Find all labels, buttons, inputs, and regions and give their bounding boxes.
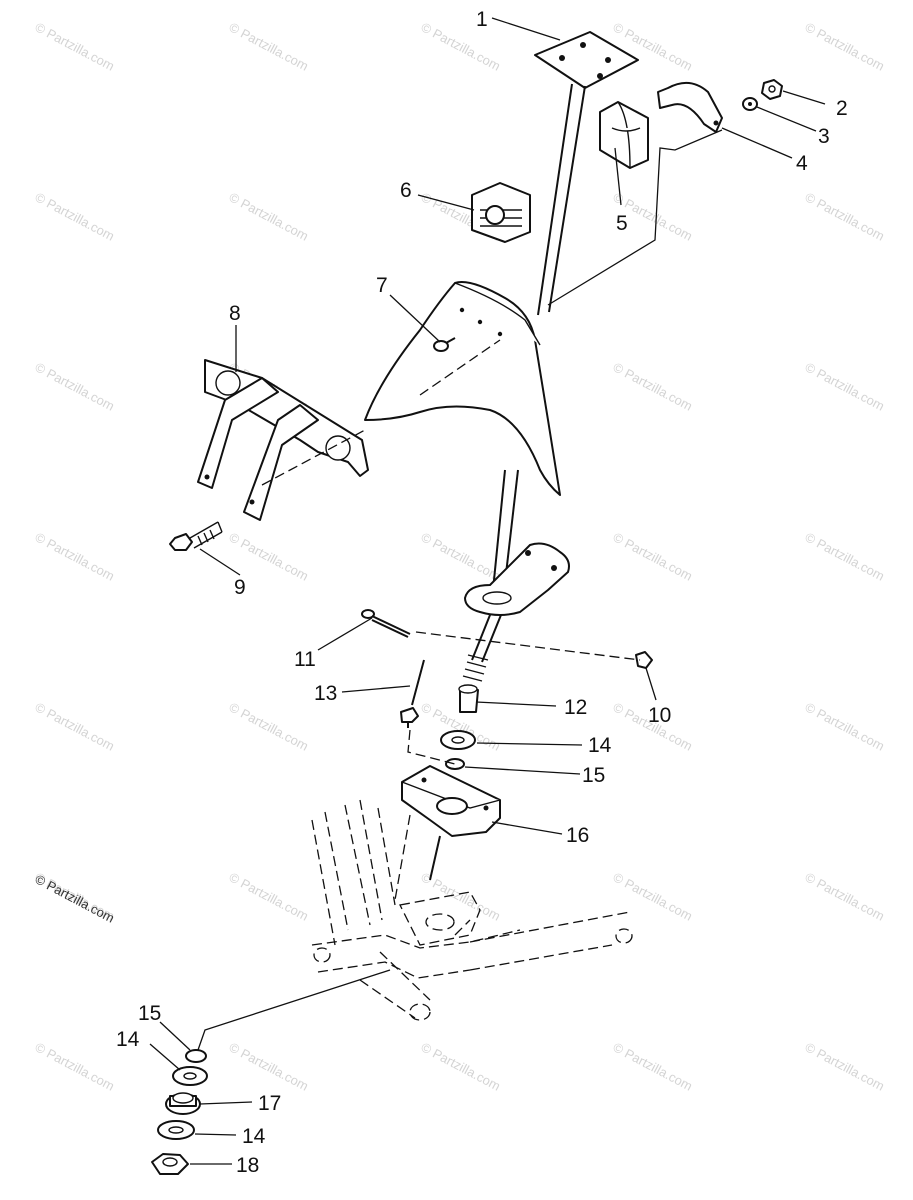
watermark-text: © Partzilla.com	[611, 869, 695, 923]
watermark-text: © Partzilla.com	[227, 1039, 311, 1093]
watermark-text: © Partzilla.com	[803, 189, 887, 243]
callout-14-lower-1: 14	[116, 1028, 140, 1051]
part-4-clamp	[657, 81, 723, 133]
callout-18: 18	[236, 1154, 259, 1177]
callout-10: 10	[648, 704, 671, 727]
part-1-steering-post	[534, 31, 639, 316]
part-6-rubber-bushing	[471, 182, 531, 243]
watermark-grid: © Partzilla.com © Partzilla.com © Partzill…	[33, 19, 887, 1093]
callout-labels: 1 2 3 4 5 6 7 8 9 10 11 12 13 14 15 16 1…	[116, 8, 848, 1177]
part-10-nut	[635, 651, 653, 669]
part-7-screw	[433, 337, 456, 352]
frame-outline	[311, 799, 633, 1021]
callout-leaders	[149, 17, 826, 1165]
part-11-cotter-pin	[361, 609, 411, 638]
callout-13: 13	[314, 682, 337, 705]
watermark-text: © Partzilla.com	[227, 699, 311, 753]
callout-4: 4	[796, 152, 808, 175]
watermark-text: © Partzilla.com	[33, 19, 117, 73]
steering-arm-plate	[464, 542, 570, 616]
cowl-panel	[364, 281, 561, 496]
watermark-text: © Partzilla.com	[419, 19, 503, 73]
part-15-oring-lower	[185, 1049, 207, 1063]
part-14-washer-lower-1	[172, 1066, 208, 1086]
watermark-text: © Partzilla.com	[803, 699, 887, 753]
watermark-text: © Partzilla.com	[227, 189, 311, 243]
watermark-text: © Partzilla.com	[611, 1039, 695, 1093]
callout-14-upper: 14	[588, 734, 612, 757]
callout-16: 16	[566, 824, 589, 847]
callout-7: 7	[376, 274, 388, 297]
part-8-bracket	[197, 359, 369, 521]
callout-2: 2	[836, 97, 848, 120]
assembly-lines	[197, 129, 723, 1051]
part-3-washer	[742, 97, 758, 111]
watermark-text: © Partzilla.com	[419, 529, 503, 583]
callout-14-lower-2: 14	[242, 1125, 266, 1148]
part-2-nut	[761, 79, 783, 100]
part-15-oring-upper	[445, 758, 465, 770]
callout-9: 9	[234, 576, 246, 599]
steering-shaft-lower	[462, 469, 519, 682]
watermark-text: © Partzilla.com	[227, 19, 311, 73]
watermark-text: © Partzilla.com	[803, 19, 887, 73]
callout-11: 11	[294, 648, 316, 671]
callout-3: 3	[818, 125, 830, 148]
watermark-text: © Partzilla.com	[227, 869, 311, 923]
watermark-text: © Partzilla.com	[611, 359, 695, 413]
watermark-text: © Partzilla.com	[33, 1039, 117, 1093]
part-9-bolt	[169, 521, 223, 551]
part-12-shaft-end	[458, 684, 479, 713]
callout-17: 17	[258, 1092, 281, 1115]
callout-15-lower: 15	[138, 1002, 161, 1025]
part-17-castle-nut	[165, 1092, 201, 1115]
callout-12: 12	[564, 696, 587, 719]
watermark-text: © Partzilla.com	[803, 529, 887, 583]
part-5-bushing	[599, 101, 649, 169]
watermark-text: © Partzilla.com	[419, 1039, 503, 1093]
part-13-pin	[400, 659, 425, 728]
part-14-washer-upper	[440, 730, 476, 750]
watermark-text: © Partzilla.com	[803, 869, 887, 923]
callout-1: 1	[476, 8, 488, 31]
watermark-text: © Partzilla.com	[33, 189, 117, 243]
copyright-label: © Partzilla.com	[33, 871, 117, 925]
callout-8: 8	[229, 302, 241, 325]
watermark-text: © Partzilla.com	[803, 1039, 887, 1093]
watermark-text: © Partzilla.com	[33, 359, 117, 413]
part-14-washer-lower-2	[157, 1120, 195, 1140]
part-16-bearing-block	[401, 765, 501, 881]
callout-5: 5	[616, 212, 628, 235]
watermark-text: © Partzilla.com	[803, 359, 887, 413]
part-18-nut	[151, 1153, 189, 1175]
watermark-text: © Partzilla.com	[33, 699, 117, 753]
callout-15-upper: 15	[582, 764, 605, 787]
watermark-text: © Partzilla.com	[611, 529, 695, 583]
callout-6: 6	[400, 179, 412, 202]
watermark-text: © Partzilla.com	[33, 529, 117, 583]
